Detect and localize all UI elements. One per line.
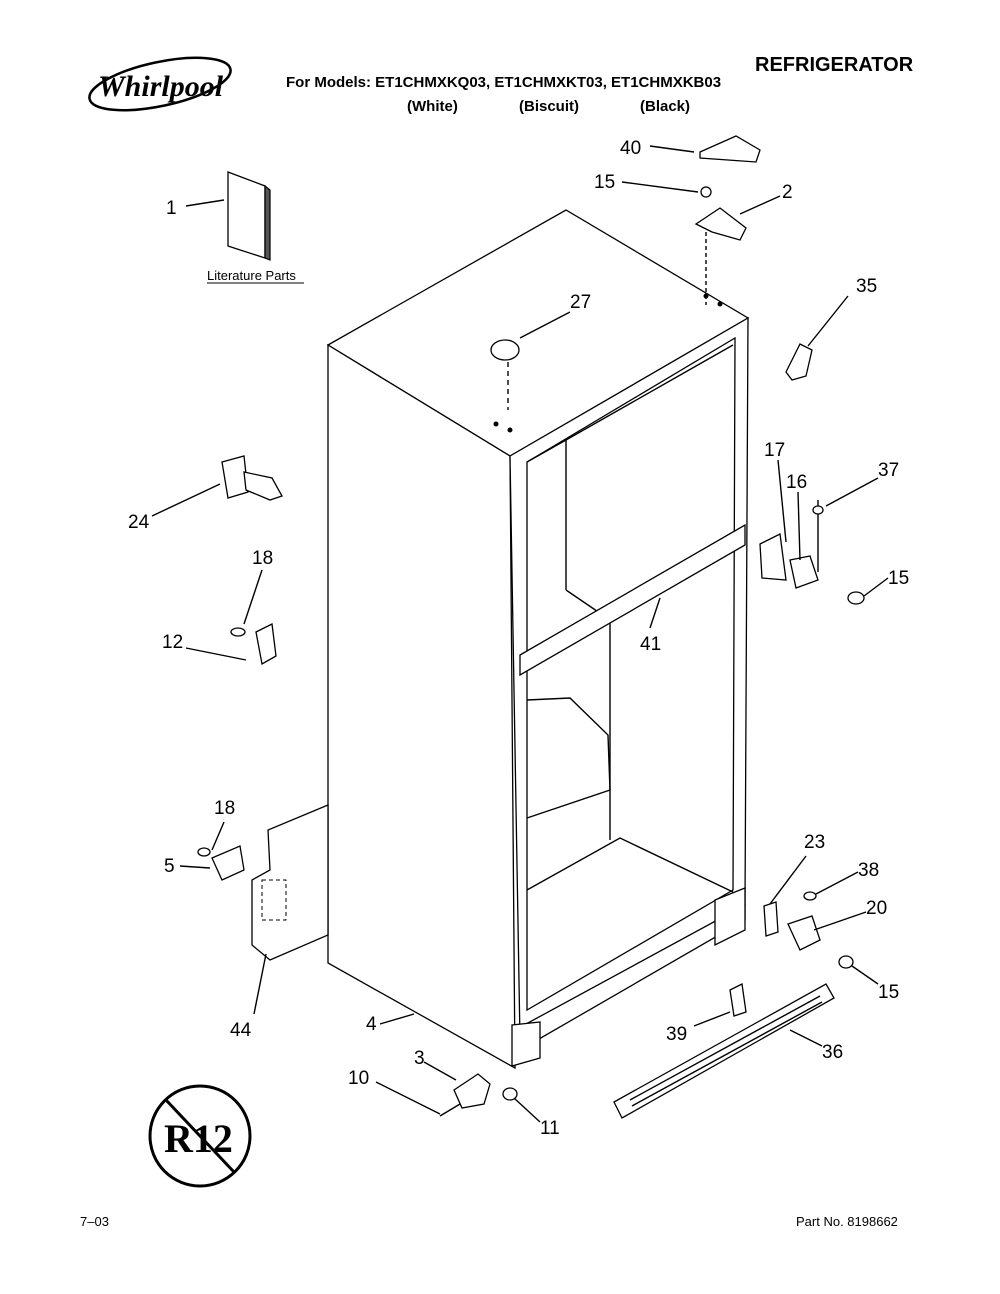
callout: 18 xyxy=(214,798,235,819)
bottom-hinge xyxy=(787,915,821,951)
no-r12-symbol: R12 xyxy=(148,1084,252,1188)
callout: 11 xyxy=(540,1118,560,1139)
callout: 35 xyxy=(856,276,877,297)
callout: 40 xyxy=(620,138,641,159)
callout: 5 xyxy=(164,856,175,877)
callout: 37 xyxy=(878,460,899,481)
cabinet xyxy=(326,209,750,1070)
divider-bar xyxy=(519,523,746,677)
toe-grille xyxy=(613,983,835,1119)
callout: 15 xyxy=(594,172,615,193)
callout: 20 xyxy=(866,898,887,919)
hinge-cover xyxy=(699,135,761,163)
leveler xyxy=(453,1073,491,1109)
cabinet-opening xyxy=(526,336,736,1012)
models-line: For Models: ET1CHMXKQ03, ET1CHMXKT03, ET… xyxy=(286,74,722,91)
brand-logo: Whirlpool xyxy=(82,56,242,136)
leader-lines xyxy=(151,145,889,1123)
svg-text:Whirlpool: Whirlpool xyxy=(98,70,224,103)
door-stop xyxy=(221,455,249,499)
callout: 36 xyxy=(822,1042,843,1063)
r12-text: R12 xyxy=(164,1116,233,1161)
revision-date: 7–03 xyxy=(80,1214,109,1229)
cabinet-side xyxy=(327,343,516,1070)
variant-biscuit: (Biscuit) xyxy=(519,98,579,115)
center-hinge-shim xyxy=(759,533,787,581)
literature-booklet xyxy=(227,171,266,259)
callout: 16 xyxy=(786,472,807,493)
callout: 12 xyxy=(162,632,183,653)
literature-parts-label: Literature Parts xyxy=(207,268,296,283)
rear-panel xyxy=(251,804,329,961)
callout: 15 xyxy=(888,568,909,589)
bracket-5 xyxy=(211,845,245,881)
callout: 38 xyxy=(858,860,879,881)
callout: 4 xyxy=(366,1014,377,1035)
callout-labels: 1 2 3 4 5 10 11 12 15 15 15 16 17 18 18 … xyxy=(128,138,909,1139)
plug-button xyxy=(490,339,520,361)
callout: 39 xyxy=(666,1024,687,1045)
top-hinge xyxy=(694,207,747,241)
callout: 18 xyxy=(252,548,273,569)
center-hinge xyxy=(789,555,819,589)
callout: 1 xyxy=(166,198,177,219)
handle-cap xyxy=(785,343,813,381)
callout: 27 xyxy=(570,292,591,313)
page-title: REFRIGERATOR xyxy=(755,54,914,76)
part-number: Part No. 8198662 xyxy=(796,1214,898,1229)
callout: 41 xyxy=(640,634,661,655)
callout: 44 xyxy=(230,1020,252,1041)
callout: 23 xyxy=(804,832,825,853)
bottom-hinge-shim xyxy=(763,901,779,937)
callout: 10 xyxy=(348,1068,369,1089)
callout: 24 xyxy=(128,512,150,533)
callout: 15 xyxy=(878,982,899,1003)
callout: 2 xyxy=(782,182,793,203)
callout: 3 xyxy=(414,1048,425,1069)
grille-clip xyxy=(729,983,747,1017)
latch-bracket xyxy=(255,623,277,666)
variant-black: (Black) xyxy=(640,98,691,115)
whirlpool-logo-icon: Whirlpool xyxy=(88,56,232,112)
variant-white: (White) xyxy=(407,98,458,115)
callout: 17 xyxy=(764,440,785,461)
